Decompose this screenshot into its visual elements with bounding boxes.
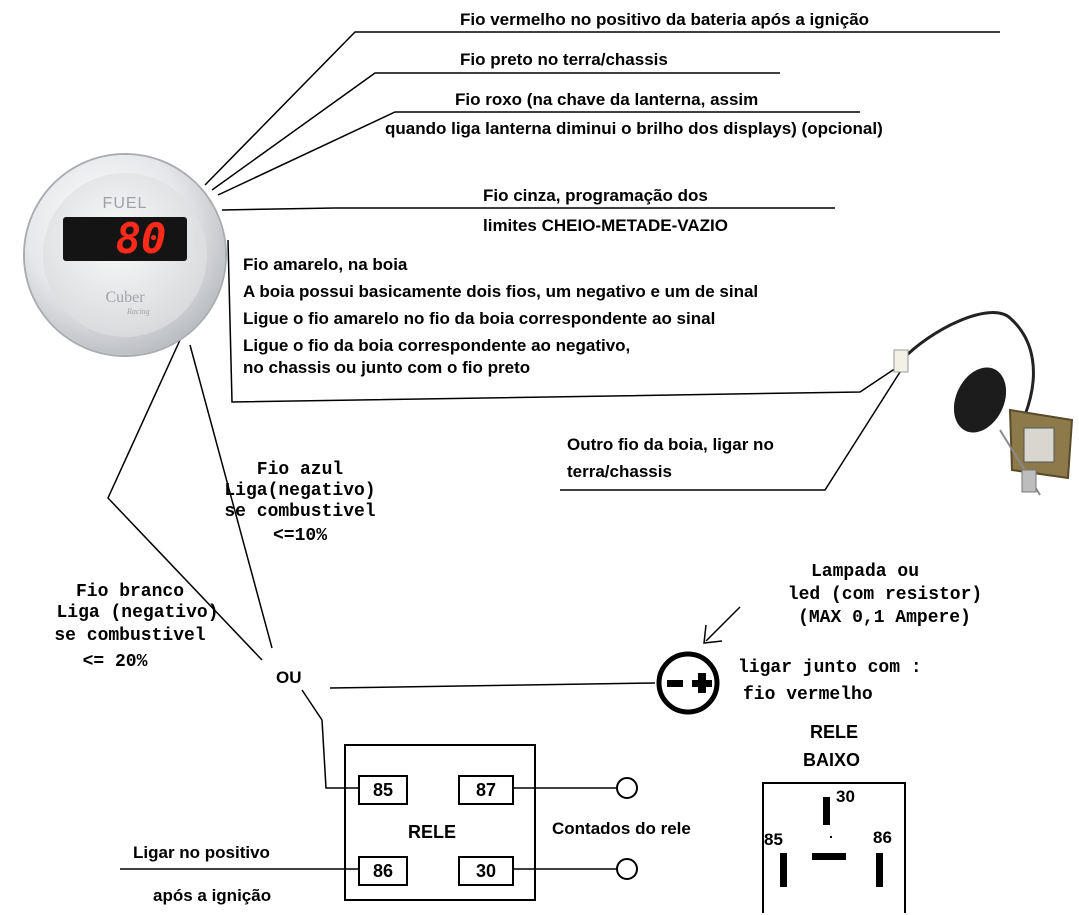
lamp-label-2: led (com resistor): [787, 585, 983, 605]
yellow-wire-label: Fio amarelo, na boia: [243, 255, 408, 274]
relay-title: RELE: [408, 822, 457, 842]
gray-wire-label-1: Fio cinza, programação dos: [483, 186, 708, 205]
relay-bottom-pin-85: 85: [764, 830, 783, 849]
red-wire-line: [204, 31, 1000, 186]
white-wire-label-1: Fio branco: [75, 582, 185, 602]
fuel-gauge: FUEL 80 Cuber Racing: [25, 155, 225, 355]
ou-to-lamp-line: [329, 682, 656, 689]
relay-bottom-title-2: BAIXO: [803, 750, 861, 770]
contact-30-terminal: [616, 858, 638, 880]
gauge-title: FUEL: [102, 195, 148, 212]
float-ground-line: [560, 371, 901, 491]
float-signal-note: Ligue o fio amarelo no fio da boia corre…: [243, 309, 716, 328]
relay-bottom-pins: [780, 797, 883, 887]
gauge-brand: Cuber: [105, 289, 145, 306]
lamp-join-label-2: fio vermelho: [743, 685, 873, 705]
relay-terminal-30: 30: [458, 856, 514, 886]
ignition-label-1: Ligar no positivo: [133, 843, 270, 862]
blue-wire-label-4: <=10%: [272, 526, 327, 546]
blue-wire-label-3: se combustivel: [224, 502, 376, 522]
relay-bottom-pin-30: 30: [836, 787, 855, 806]
relay-terminal-87: 87: [458, 775, 514, 805]
relay-bottom-outline: [762, 782, 906, 913]
contact-87-terminal: [616, 777, 638, 799]
gauge-face: FUEL 80 Cuber Racing: [43, 173, 207, 337]
red-wire-label: Fio vermelho no positivo da bateria após…: [460, 10, 870, 29]
float-negative-note-1: Ligue o fio da boia correspondente ao ne…: [243, 336, 631, 355]
lamp-symbol: [656, 651, 720, 715]
gray-wire-label-2: limites CHEIO-METADE-VAZIO: [483, 216, 728, 235]
blue-wire-line: [189, 344, 273, 649]
yellow-wire-line: [227, 239, 906, 403]
gauge-display: [63, 217, 187, 261]
relay-contacts-label: Contados do rele: [552, 819, 691, 838]
float-wires-note: A boia possui basicamente dois fios, um …: [243, 282, 759, 301]
purple-wire-line: [217, 111, 860, 196]
ou-label: OU: [276, 668, 302, 687]
black-wire-label: Fio preto no terra/chassis: [460, 50, 668, 69]
lamp-join-label-1: ligar junto com :: [738, 658, 922, 678]
lamp-label-1: Lampada ou: [810, 562, 920, 582]
white-wire-line: [107, 339, 263, 661]
ignition-label-2: após a ignição: [153, 886, 272, 905]
gauge-brand-sub: Racing: [127, 307, 150, 316]
float-ground-label-1: Outro fio da boia, ligar no: [567, 435, 774, 454]
blue-wire-label-2: Liga(negativo): [224, 481, 376, 501]
relay-bottom-title-1: RELE: [810, 722, 859, 742]
gauge-value: 80: [115, 214, 167, 263]
white-wire-label-2: Liga (negativo): [56, 603, 219, 623]
float-negative-note-2: no chassis ou junto com o fio preto: [243, 358, 531, 377]
purple-wire-label-1: Fio roxo (na chave da lanterna, assim: [455, 90, 759, 109]
relay-terminal-86: 86: [358, 856, 408, 886]
float-ground-label-2: terra/chassis: [567, 462, 672, 481]
gray-wire-line: [221, 207, 835, 211]
relay-body: [344, 744, 536, 901]
relay-bottom-pin-86: 86: [873, 828, 892, 847]
white-wire-label-3: se combustivel: [54, 626, 206, 646]
relay-terminal-85: 85: [358, 775, 408, 805]
blue-wire-label-1: Fio azul: [256, 460, 344, 480]
black-wire-line: [211, 72, 780, 191]
purple-wire-label-2: quando liga lanterna diminui o brilho do…: [385, 119, 883, 138]
float-sender-image: [893, 311, 1074, 496]
white-wire-label-4: <= 20%: [82, 652, 148, 672]
ou-to-relay-line: [301, 689, 358, 789]
lamp-label-3: (MAX 0,1 Ampere): [798, 608, 971, 628]
